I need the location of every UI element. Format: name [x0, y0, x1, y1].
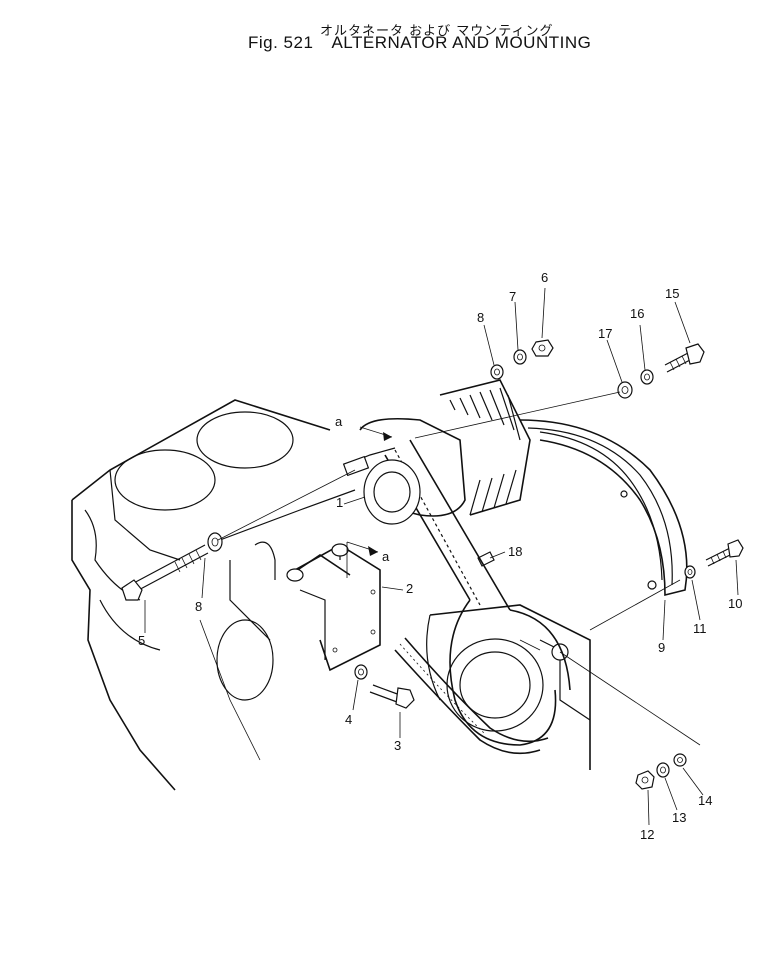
- callout-15: 15: [665, 286, 679, 301]
- washer-14: [673, 753, 687, 767]
- callout-12: 12: [640, 827, 654, 842]
- washer-11: [684, 565, 696, 579]
- callout-11: 11: [693, 621, 707, 636]
- leader-lines: [144, 287, 739, 826]
- callout-9: 9: [658, 640, 665, 655]
- callout-5: 5: [138, 633, 145, 648]
- callout-10: 10: [728, 596, 742, 611]
- bolt-15: [664, 343, 705, 373]
- callout-8-lower: 8: [195, 599, 202, 614]
- engine-block: [71, 399, 356, 791]
- callout-8-upper: 8: [477, 310, 484, 325]
- nut-6: [531, 339, 554, 357]
- callout-16: 16: [630, 306, 644, 321]
- washer-13: [656, 762, 670, 778]
- view-label-a-lower: a: [382, 549, 390, 564]
- callout-7: 7: [509, 289, 516, 304]
- washer-8-upper: [490, 364, 504, 380]
- crank-pulley: [446, 638, 544, 732]
- washer-17: [617, 381, 633, 399]
- title-japanese: オルタネータ および マウンティング: [320, 24, 554, 39]
- figure-title: Fig. 521 ALTERNATOR AND MOUNTING: [248, 33, 591, 53]
- bolt-3: [369, 684, 415, 709]
- loose-belt: [394, 637, 549, 755]
- bolt-10: [705, 539, 744, 567]
- bolt-5: [121, 544, 209, 601]
- callout-17: 17: [598, 326, 612, 341]
- callout-18: 18: [508, 544, 522, 559]
- alternator-1: [342, 379, 531, 525]
- callout-6: 6: [541, 270, 548, 285]
- adjusting-arm-9: [519, 419, 688, 597]
- figure-number: Fig. 521: [248, 33, 314, 52]
- callout-13: 13: [672, 810, 686, 825]
- callout-3: 3: [394, 738, 401, 753]
- callout-2: 2: [406, 581, 413, 596]
- bracket-2: [286, 543, 381, 672]
- callout-1: 1: [336, 495, 343, 510]
- callout-4: 4: [345, 712, 352, 727]
- washer-4: [354, 664, 368, 680]
- washer-7: [513, 349, 527, 365]
- figure-caption: ALTERNATOR AND MOUNTING: [331, 33, 592, 52]
- callout-14: 14: [698, 793, 712, 808]
- clip-18: [477, 551, 495, 567]
- washer-8-lower: [207, 532, 223, 552]
- view-label-a-upper: a: [335, 414, 343, 429]
- washer-16: [640, 369, 654, 385]
- nut-12: [635, 770, 655, 790]
